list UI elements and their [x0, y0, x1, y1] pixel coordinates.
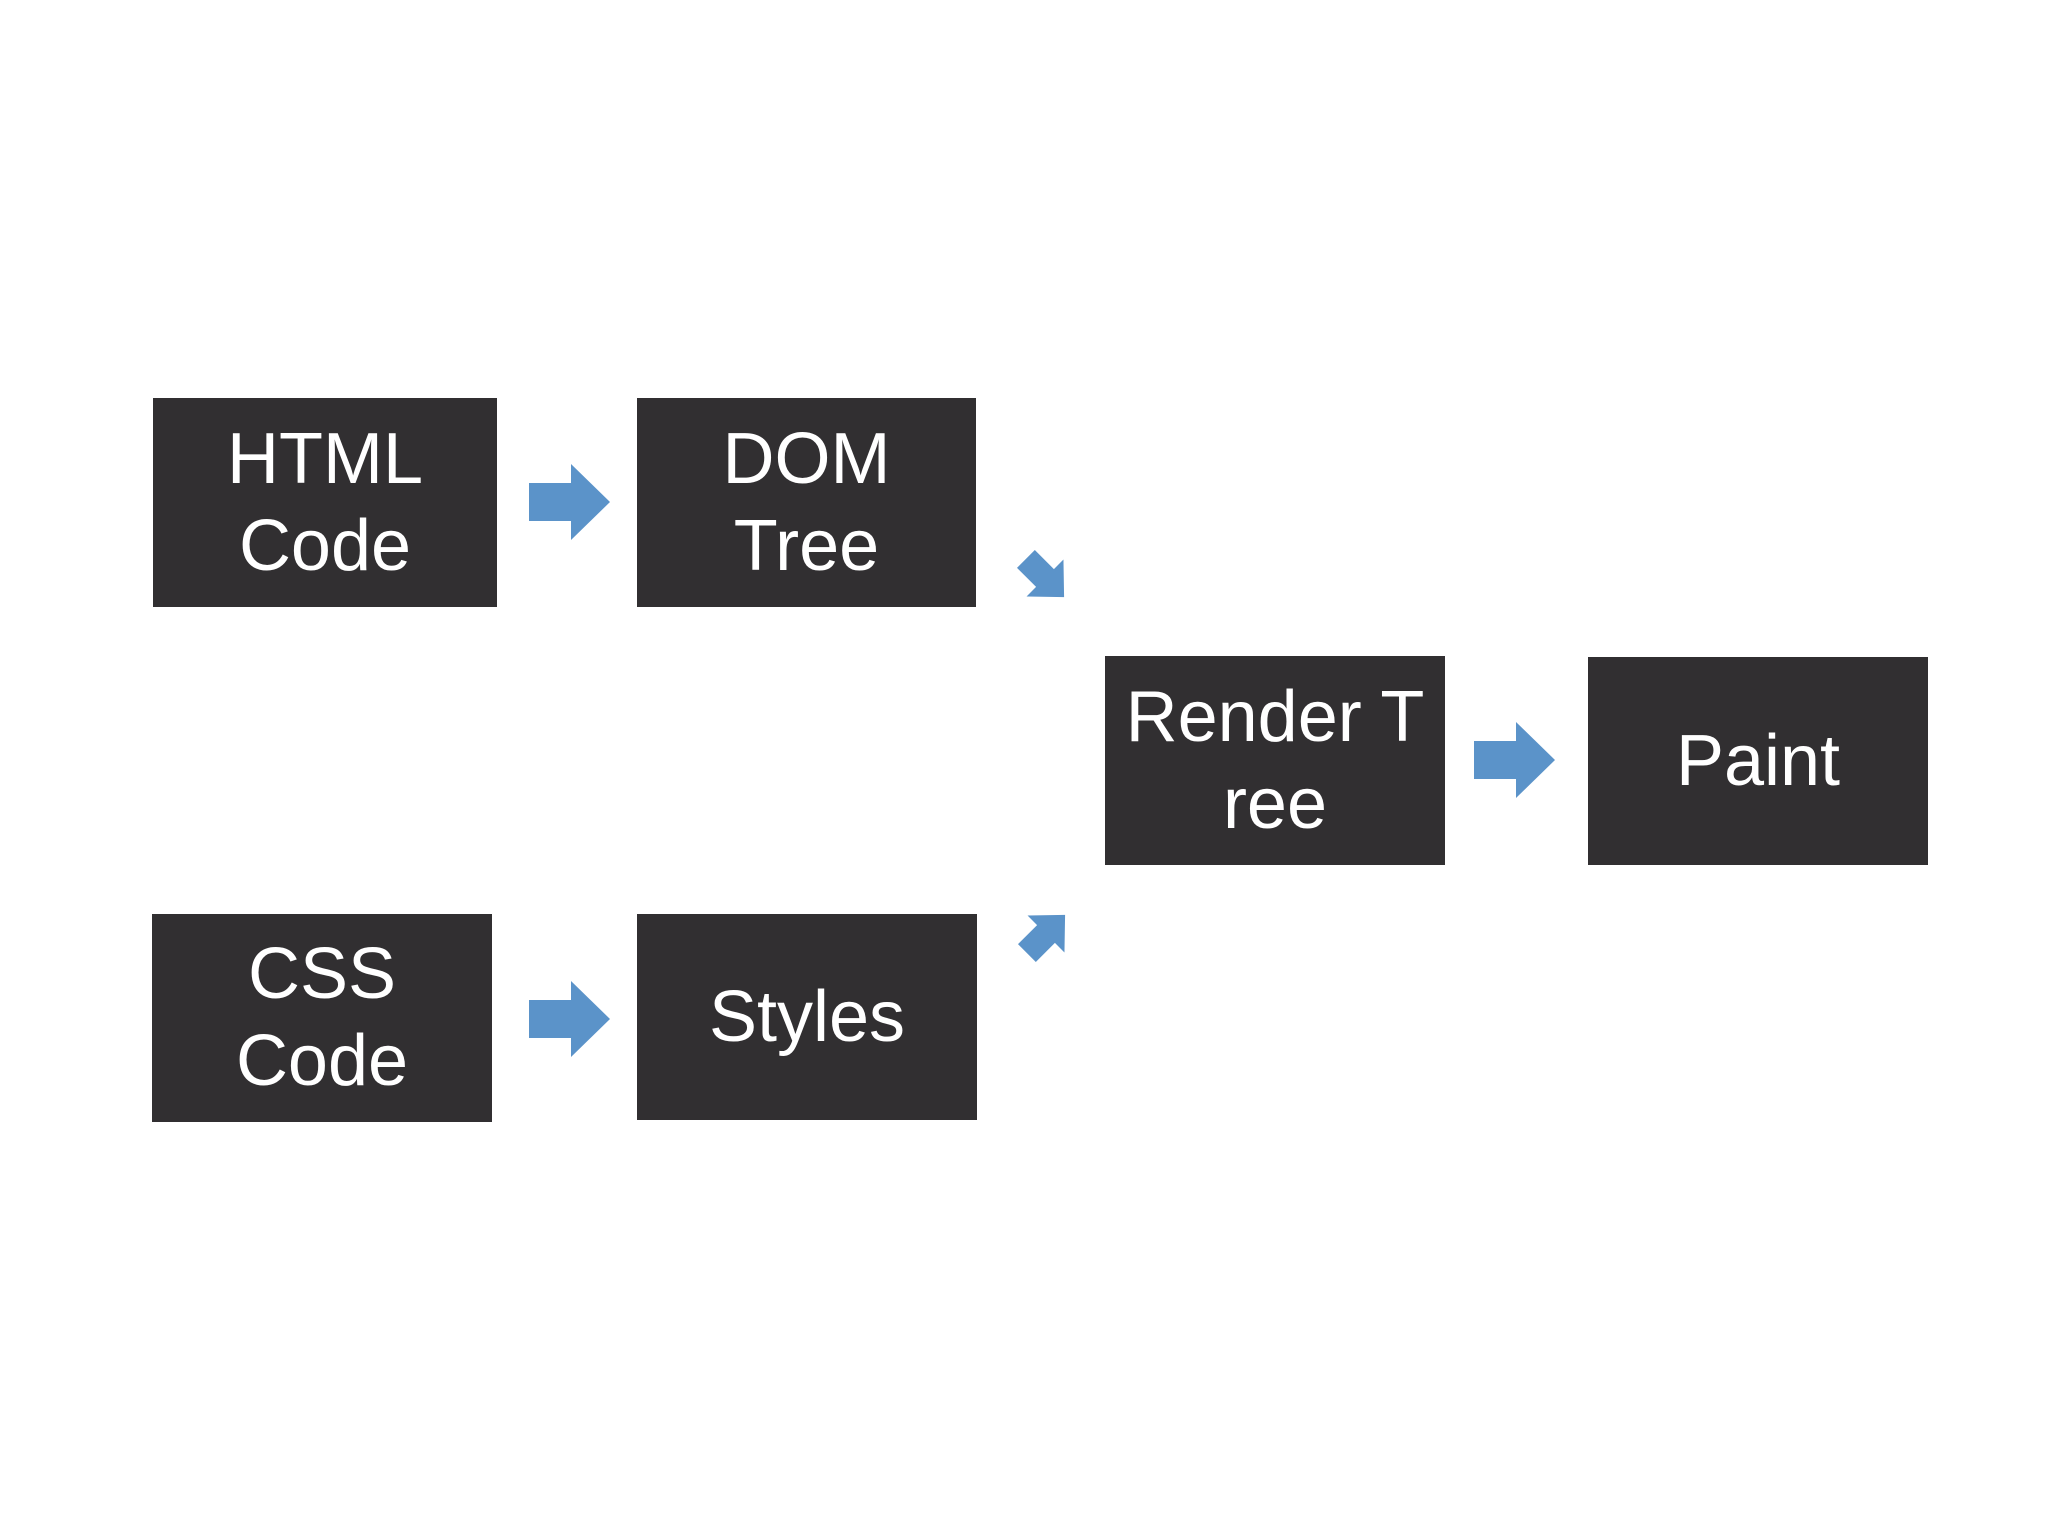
node-html-code: HTML Code [153, 398, 497, 607]
node-css-code: CSS Code [152, 914, 492, 1122]
node-label-line: HTML [227, 418, 423, 499]
node-html-code-label: HTML Code [227, 416, 423, 590]
arrow-dom-to-render [1016, 549, 1065, 598]
node-render-tree-label: Render T ree [1126, 674, 1425, 848]
node-paint: Paint [1588, 657, 1928, 865]
node-dom-tree-label: DOM Tree [723, 416, 891, 590]
arrow-render-to-paint [1474, 722, 1555, 798]
node-paint-label: Paint [1676, 718, 1840, 805]
arrow-styles-to-render [1017, 914, 1066, 963]
node-label-line: Code [235, 1021, 409, 1101]
block-arrow-right-shape [529, 464, 610, 540]
arrow-html-to-dom [529, 464, 610, 540]
node-styles-label: Styles [709, 974, 905, 1061]
node-label-line: Render T [1125, 676, 1425, 757]
node-styles: Styles [637, 914, 977, 1120]
node-label-line: DOM [722, 418, 891, 499]
node-label-line: ree [1222, 763, 1328, 844]
block-arrow-up-right-shape [1017, 914, 1066, 963]
node-label-line: CSS [247, 934, 397, 1014]
block-arrow-down-right-shape [1016, 549, 1065, 598]
arrow-css-to-styles [529, 981, 610, 1057]
node-label-line: Paint [1675, 720, 1841, 801]
node-label-line: Tree [733, 505, 880, 586]
node-render-tree: Render T ree [1105, 656, 1445, 865]
block-arrow-right-shape [1474, 722, 1555, 798]
node-label-line: Styles [708, 976, 906, 1057]
block-arrow-right-shape [529, 981, 610, 1057]
node-dom-tree: DOM Tree [637, 398, 976, 607]
node-css-code-label: CSS Code [236, 931, 408, 1105]
node-label-line: Code [238, 505, 412, 586]
